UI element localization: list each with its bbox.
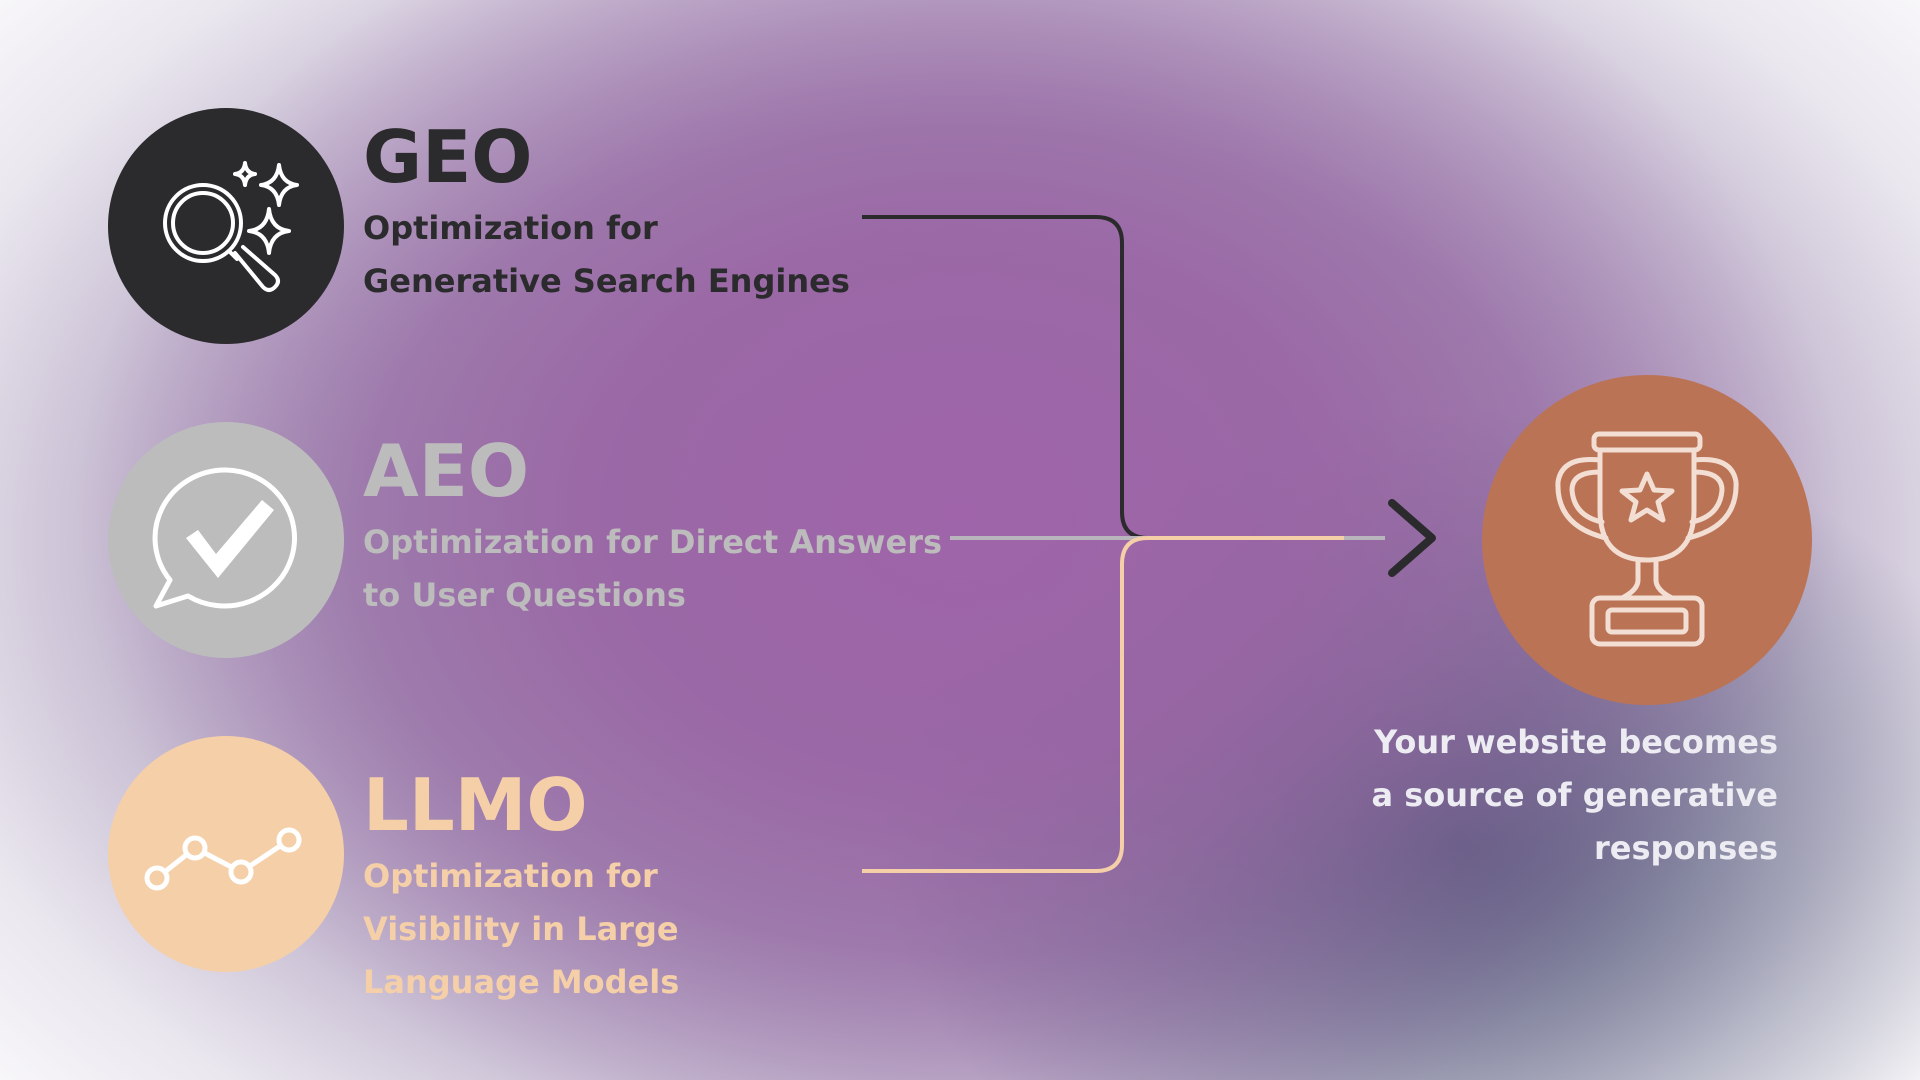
arrow-head-icon xyxy=(1388,499,1436,577)
llmo-description-line: Optimization for xyxy=(363,857,658,895)
result-description: Your website becomes a source of generat… xyxy=(1372,716,1778,875)
result-icon-circle xyxy=(1482,375,1812,705)
speech-bubble-check-icon xyxy=(152,467,297,609)
aeo-description: Optimization for Direct Answers to User … xyxy=(363,516,942,622)
geo-description-line: Generative Search Engines xyxy=(363,262,850,300)
llmo-icon-circle xyxy=(108,736,344,972)
aeo-title: AEO xyxy=(363,429,530,513)
trophy-star-icon xyxy=(1555,431,1739,647)
aeo-description-line: Optimization for Direct Answers xyxy=(363,523,943,561)
aeo-description-line: to User Questions xyxy=(363,576,686,614)
llmo-description-line: Visibility in Large xyxy=(363,910,679,948)
llmo-connector xyxy=(862,536,1344,873)
line-graph-icon xyxy=(144,827,302,891)
llmo-description-line: Language Models xyxy=(363,963,680,1001)
geo-connector xyxy=(862,215,1344,540)
llmo-title: LLMO xyxy=(363,763,588,847)
result-description-line: responses xyxy=(1594,829,1778,867)
geo-description: Optimization for Generative Search Engin… xyxy=(363,202,850,308)
result-description-line: Your website becomes xyxy=(1374,723,1778,761)
magnifier-sparkles-icon xyxy=(163,161,299,292)
geo-title: GEO xyxy=(363,115,533,199)
llmo-description: Optimization for Visibility in Large Lan… xyxy=(363,850,679,1009)
aeo-icon-circle xyxy=(108,422,344,658)
geo-description-line: Optimization for xyxy=(363,209,658,247)
geo-icon-circle xyxy=(108,108,344,344)
result-description-line: a source of generative xyxy=(1371,776,1778,814)
